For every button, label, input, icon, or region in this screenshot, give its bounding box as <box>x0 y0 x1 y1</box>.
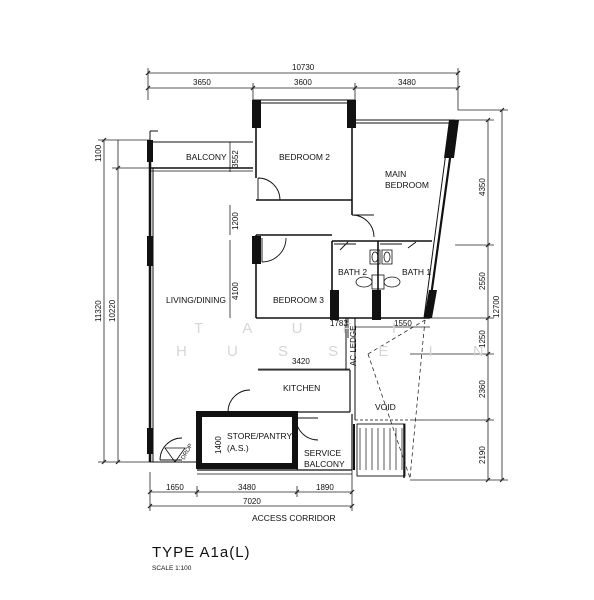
dim-right-total: 12700 <box>492 295 501 318</box>
dimension-lines <box>98 68 508 511</box>
room-label-main-bedroom-2: BEDROOM <box>385 180 429 190</box>
room-label-main-bedroom-1: MAIN <box>385 169 406 179</box>
dim-top-total: 10730 <box>292 63 315 72</box>
dim-bath-1550: 1550 <box>394 319 412 328</box>
room-label-void: VOID <box>375 402 396 412</box>
dim-bottom-total: 7020 <box>243 497 261 506</box>
plan-scale: SCALE 1:100 <box>152 565 192 572</box>
void-area <box>352 317 428 479</box>
watermark-line-2: H U S S E I N <box>176 343 502 360</box>
room-label-kitchen: KITCHEN <box>283 383 320 393</box>
room-label-service-balcony-2: BALCONY <box>304 459 345 469</box>
drop-off-marker <box>164 447 186 463</box>
wall-columns <box>147 100 459 454</box>
dim-left-1100: 1100 <box>94 144 103 162</box>
dimension-ticks <box>101 70 505 509</box>
dim-balcony-depth: 3552 <box>231 150 240 168</box>
dim-left-inner: 10220 <box>108 299 117 322</box>
dim-ac-1783: 1783 <box>330 319 348 328</box>
room-label-ac-ledge: AC LEDGE <box>349 326 358 366</box>
bath-fixtures <box>355 249 401 290</box>
room-label-store-pantry-2: (A.S.) <box>227 443 249 453</box>
room-label-bath-2: BATH 2 <box>338 267 367 277</box>
watermark-line-1: T A U F I <box>194 320 414 337</box>
dim-right-2550: 2550 <box>478 272 487 290</box>
room-label-balcony: BALCONY <box>186 152 227 162</box>
dim-bottom-seg-2: 3480 <box>238 483 256 492</box>
dim-store-1400: 1400 <box>214 436 223 454</box>
dim-right-2190: 2190 <box>478 446 487 464</box>
plan-title: TYPE A1a(L) <box>152 544 251 561</box>
room-label-bedroom-3: BEDROOM 3 <box>273 295 324 305</box>
dim-top-seg-1: 3650 <box>193 78 211 87</box>
dim-bed3-depth: 4100 <box>231 282 240 300</box>
doors <box>159 177 417 461</box>
dim-bed-gap: 1200 <box>231 212 240 230</box>
room-label-bedroom-2: BEDROOM 2 <box>279 152 330 162</box>
dim-bottom-seg-1: 1650 <box>166 483 184 492</box>
dim-right-2360: 2360 <box>478 380 487 398</box>
room-label-living-dining: LIVING/DINING <box>166 295 226 305</box>
room-label-store-pantry-1: STORE/PANTRY <box>227 431 293 441</box>
dim-bottom-seg-3: 1890 <box>316 483 334 492</box>
room-label-service-balcony-1: SERVICE <box>304 448 341 458</box>
dim-top-seg-2: 3600 <box>294 78 312 87</box>
dim-top-seg-3: 3480 <box>398 78 416 87</box>
dim-kitchen-3420: 3420 <box>292 357 310 366</box>
dim-right-1250: 1250 <box>478 330 487 348</box>
dim-left-total: 11320 <box>94 300 103 322</box>
corridor-label: ACCESS CORRIDOR <box>252 513 336 523</box>
dim-right-4350: 4350 <box>478 178 487 196</box>
room-label-bath-1: BATH 1 <box>402 267 431 277</box>
store-pantry-walls <box>196 411 298 469</box>
